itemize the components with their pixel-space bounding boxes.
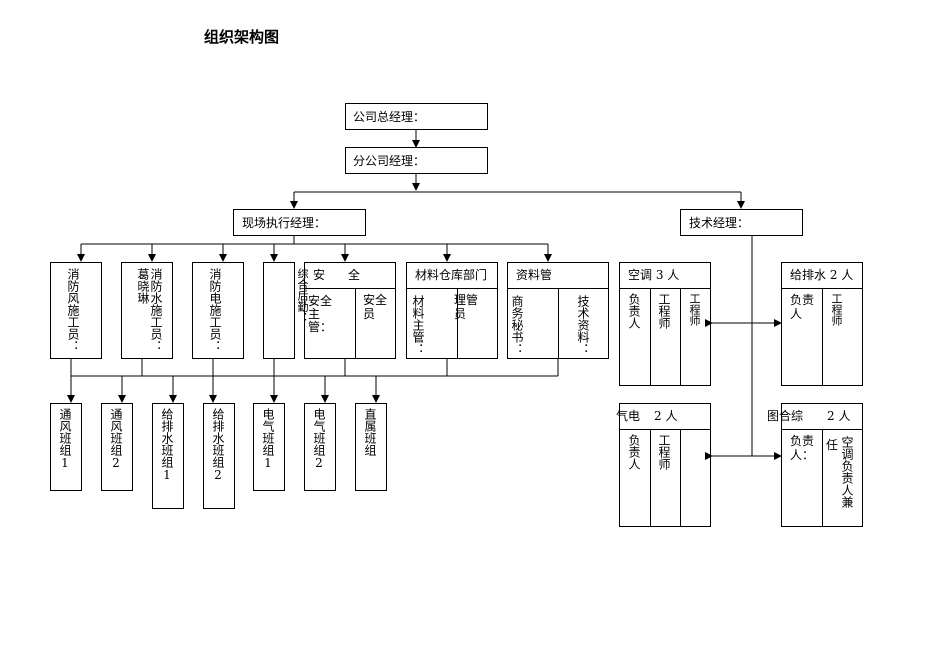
ac-col-divider-2 [680,288,681,386]
team-label-7: 直属班组 [363,408,377,456]
team-box-4 [203,403,235,509]
drawing-header-a: 图合综 [767,409,804,423]
ac-col1: 负责人 [627,293,641,329]
drawing-header-b: 2 人 [827,409,851,423]
safety-header-a: 安 [313,268,326,282]
page-title: 组织架构图 [204,28,280,46]
ac-col-divider-1 [650,288,651,386]
material-header-divider [406,262,498,289]
drawing-col-divider [822,429,823,527]
tech-mgr-box [680,209,803,236]
team-label-4: 给排水班组2 [211,408,225,482]
exec-mgr-box [233,209,366,236]
elec-col-divider-1 [650,429,651,527]
fire-water-label: 消防水施工员： [149,268,163,352]
team-box-6 [304,403,336,491]
data-left-label: 商务秘书： [510,295,524,355]
plumb-col-divider [822,288,823,386]
elec-col-divider-2 [680,429,681,527]
elec-header-b: 2 人 [654,409,678,423]
gm-label: 公司总经理： [353,110,426,124]
branch-gm-label: 分公司经理： [353,154,426,168]
elec-header-divider [619,403,711,430]
drawing-col2a: 任 [826,438,839,452]
ge-xiaolin-label: 葛晓琳 [136,268,150,304]
fire-elec-label: 消防电施工员： [208,268,222,352]
team-box-1 [50,403,82,491]
ac-header: 空调 3 人 [628,268,680,282]
material-col-divider [457,288,458,359]
data-right-label: 技术资料： [576,295,590,355]
fire-vent-label: 消防风施工员： [66,268,80,352]
plumb-col2: 工程师 [830,293,843,326]
material-left-label: 材料主管： [411,295,425,355]
safety-header-b: 全 [348,268,361,282]
elec-header-a: 气电 [616,409,641,423]
plumb-header: 给排水 2 人 [790,268,854,282]
data-header: 资料管 [516,268,553,282]
safety-left-label: 安全主管： [308,294,333,334]
team-label-1: 通风班组1 [58,408,72,470]
team-label-3: 给排水班组1 [160,408,174,482]
team-box-5 [253,403,285,491]
team-label-2: 通风班组2 [109,408,123,470]
material-right-label: 理管员 [454,293,479,321]
exec-mgr-label: 现场执行经理： [242,216,327,230]
team-label-6: 电气班组2 [312,408,326,470]
fire-water-box [121,262,173,359]
fire-elec-box [192,262,244,359]
elec-col1: 负责人 [627,434,641,470]
ac-col3: 工程师 [688,293,701,326]
team-box-7 [355,403,387,491]
elec-col2: 工程师 [657,434,671,470]
ac-col2: 工程师 [657,293,671,329]
safety-col-divider [355,288,356,359]
material-header: 材料仓库部门 [415,268,488,282]
general-admin-box [263,262,295,359]
plumb-col1: 负责人 [790,293,815,321]
tech-mgr-label: 技术经理： [689,216,750,230]
drawing-col1: 负责人： [790,434,815,462]
branch-gm-box [345,147,488,174]
ac-header-divider [619,262,711,289]
team-box-3 [152,403,184,509]
fire-vent-box [50,262,102,359]
team-label-5: 电气班组1 [261,408,275,470]
drawing-col2b: 空调负责人兼 [840,436,854,508]
safety-header-divider [304,262,396,289]
safety-right-label: 安全员 [363,293,388,321]
gm-box [345,103,488,130]
general-admin-label: 综合后勤： [296,268,309,323]
team-box-2 [101,403,133,491]
data-col-divider [558,288,559,359]
